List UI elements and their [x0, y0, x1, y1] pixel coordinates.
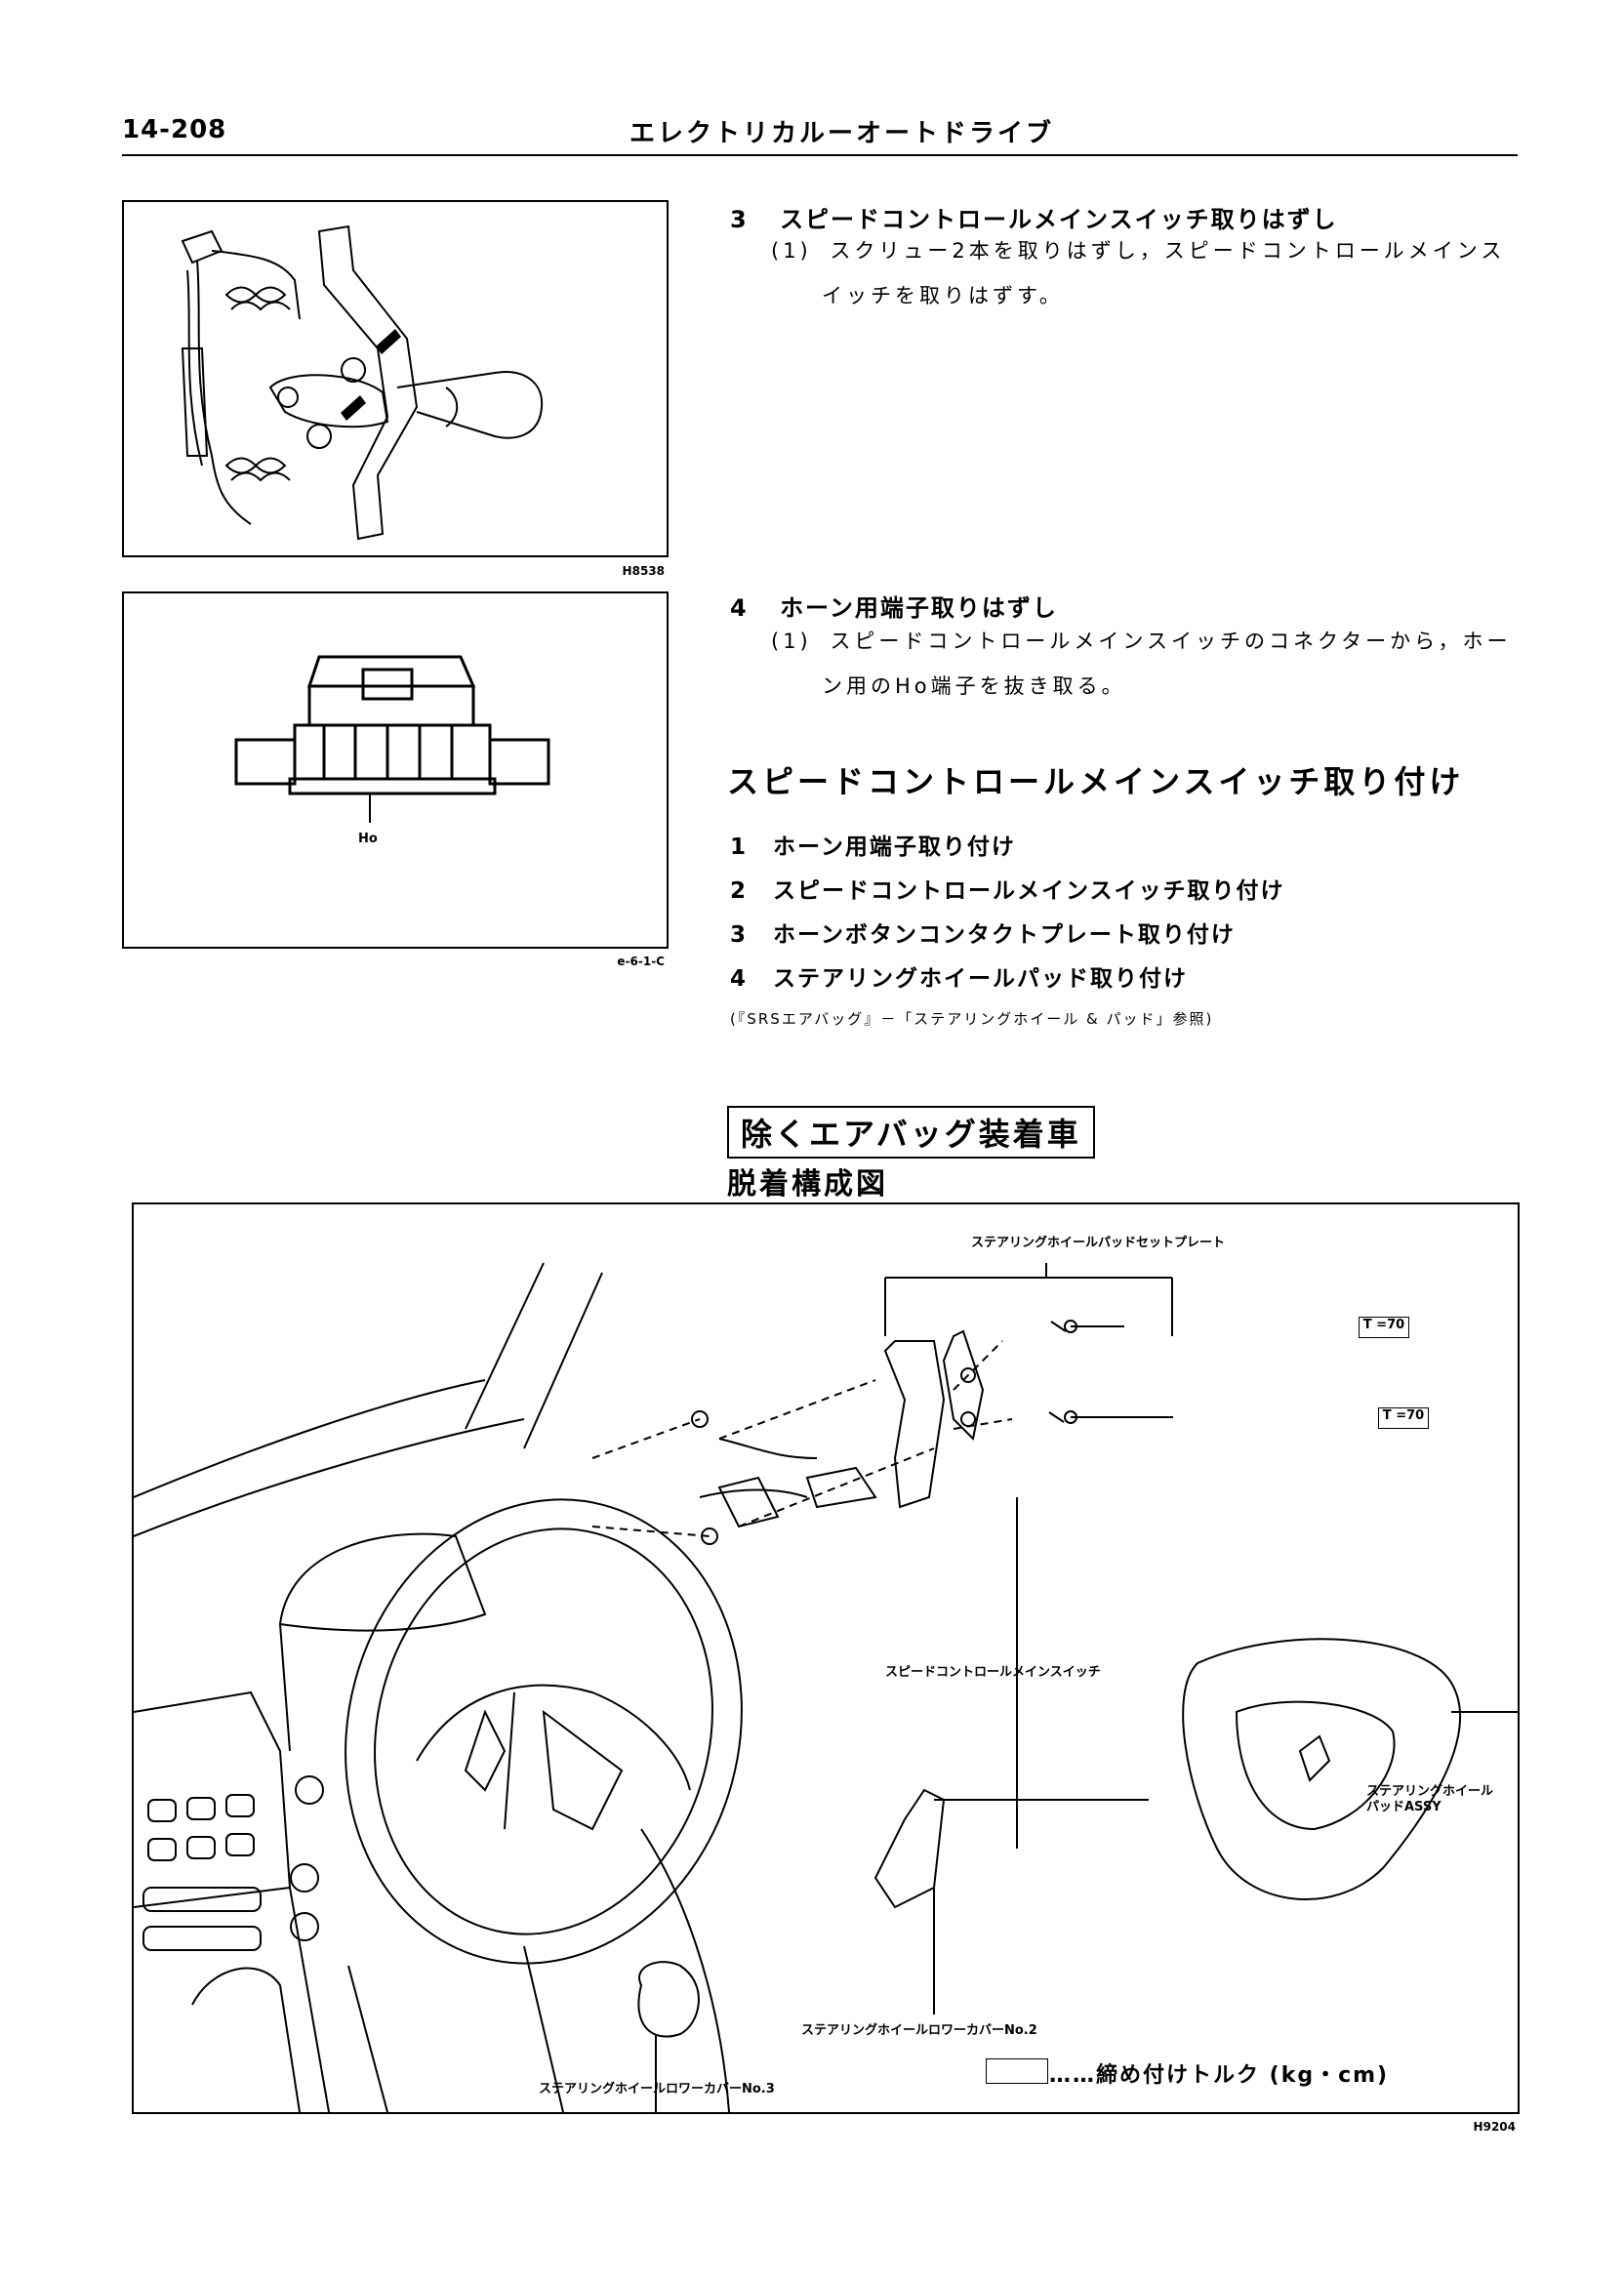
step-3-sub-num: (1) [771, 239, 812, 263]
torque-legend-box [986, 2058, 1048, 2084]
figure-connector: Ho [122, 591, 669, 949]
label-pad-assy-1: ステアリングホイール [1366, 1784, 1494, 1799]
step-4-title: ホーン用端子取りはずし [780, 594, 1058, 622]
step-3-num: 3 [730, 206, 749, 233]
torque-value-2: T =70 [1378, 1407, 1429, 1429]
exploded-diagram: ステアリングホイールパッドセットプレート T =70 T =70 スピードコント… [132, 1202, 1520, 2114]
label-main-switch: スピードコントロールメインスイッチ [885, 1665, 1101, 1680]
label-set-plate: ステアリングホイールパッドセットプレート [971, 1236, 1226, 1250]
airbag-excluded-heading: 除くエアバッグ装着車 [727, 1106, 1095, 1159]
step-4-substep: (1) スピードコントロールメインスイッチのコネクターから，ホー ン用のHo端子… [771, 619, 1532, 709]
page-number: 14-208 [122, 115, 227, 144]
connector-illustration [234, 655, 550, 823]
header-rule [122, 154, 1518, 156]
step-4-num: 4 [730, 594, 749, 622]
install-heading: スピードコントロールメインスイッチ取り付け [727, 763, 1465, 800]
figure-main-switch-removal [122, 200, 669, 557]
step-3-heading: 3 スピードコントロールメインスイッチ取りはずし [730, 200, 1338, 234]
figure2-caption: e-6-1-C [617, 955, 665, 968]
step-4-sub-line2: ン用のHo端子を抜き取る。 [822, 674, 1126, 698]
step-3-sub-line2: イッチを取りはずす。 [822, 284, 1064, 307]
label-pad-assy-2: パッドASSY [1366, 1800, 1441, 1814]
switch-removal-illustration [181, 224, 544, 541]
step-3-sub-line1: スクリュー2本を取りはずし，スピードコントロールメインス [830, 239, 1506, 263]
torque-value-1: T =70 [1359, 1317, 1409, 1338]
install-reference: (『SRSエアバッグ』－「ステアリングホイール & パッド」参照) [730, 1010, 1214, 1028]
figure1-caption: H8538 [622, 564, 665, 578]
step-4-heading: 4 ホーン用端子取りはずし [730, 589, 1058, 623]
steering-exploded-illustration [134, 1262, 1518, 2112]
label-lower-cover-2: ステアリングホイールロワーカバーNo.2 [801, 2023, 1037, 2038]
step-3-title: スピードコントロールメインスイッチ取りはずし [780, 206, 1338, 233]
label-lower-cover-3: ステアリングホイールロワーカバーNo.3 [539, 2082, 775, 2097]
connector-ho-label: Ho [358, 832, 378, 846]
diagram-caption: H9204 [1473, 2120, 1516, 2134]
step-4-sub-num: (1) [771, 630, 812, 653]
step-3-substep: (1) スクリュー2本を取りはずし，スピードコントロールメインス イッチを取りは… [771, 228, 1532, 318]
torque-legend-text: ……締め付けトルク (kg・cm) [1049, 2063, 1390, 2088]
page-title: エレクトリカルーオートドライブ [629, 119, 1055, 148]
diagram-heading: 脱着構成図 [727, 1167, 888, 1201]
step-4-sub-line1: スピードコントロールメインスイッチのコネクターから，ホー [830, 630, 1512, 653]
